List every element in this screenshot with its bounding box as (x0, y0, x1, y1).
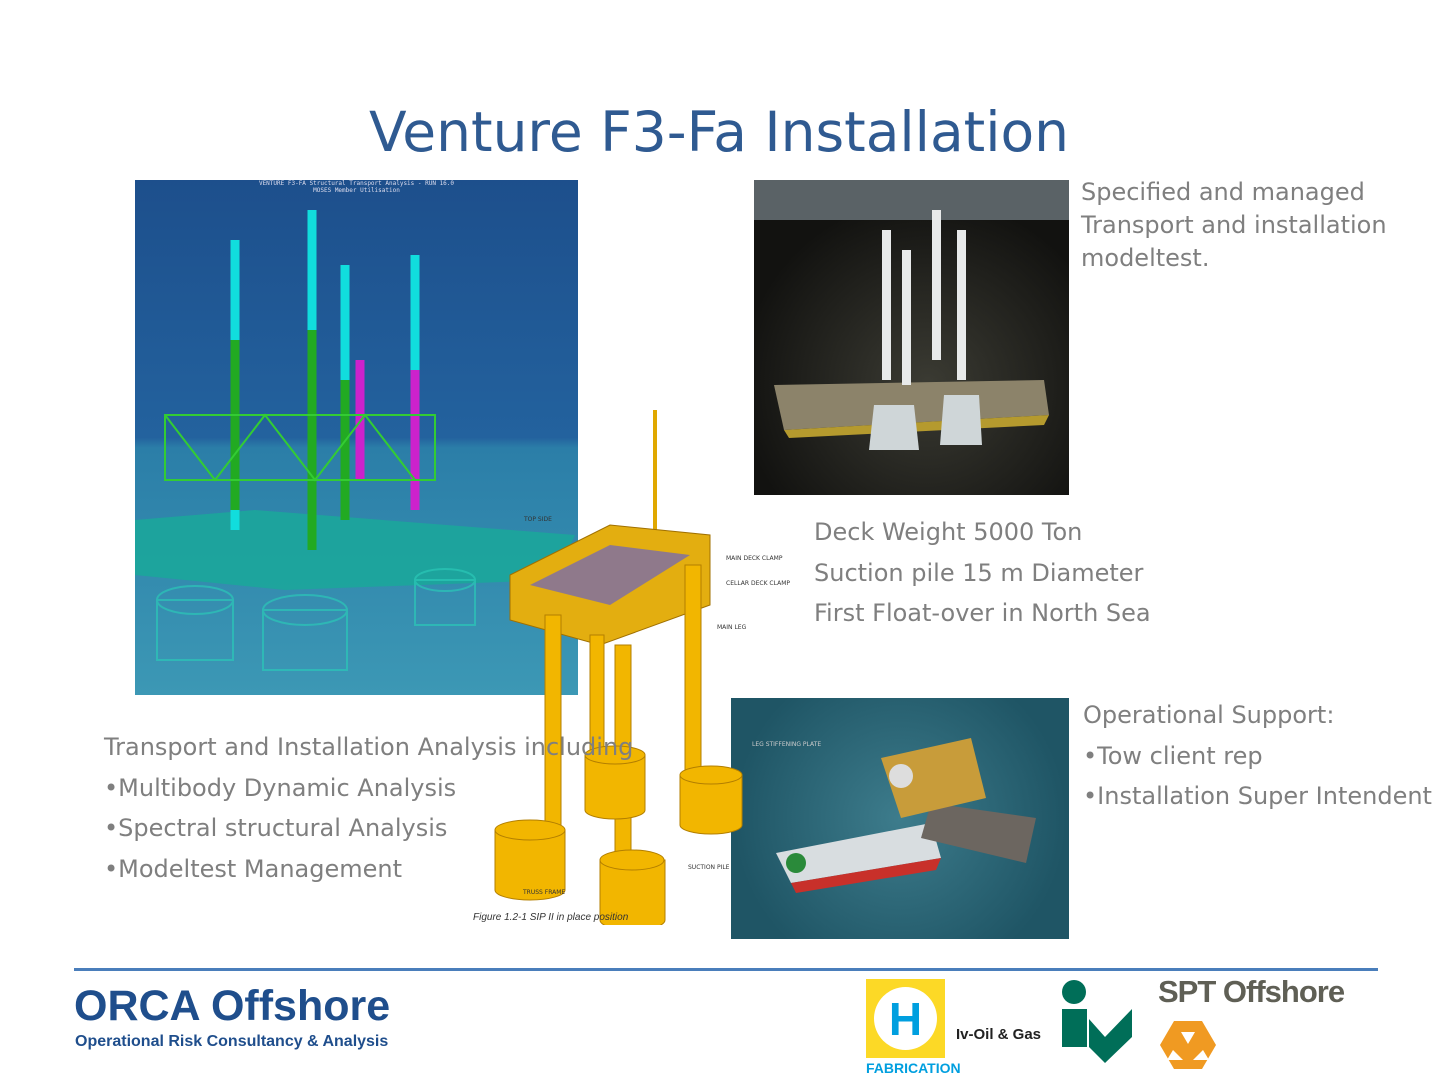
analysis-list: Transport and Installation Analysis incl… (104, 727, 633, 889)
h-fabrication-logo: H (866, 979, 945, 1058)
iv-oil-gas-text: Iv-Oil & Gas (956, 1026, 1042, 1043)
iv-logo-icon (1062, 980, 1132, 1063)
moses-structure-drawing (135, 210, 575, 671)
modeltest-text: Specified and managed Transport and inst… (1081, 176, 1387, 275)
sip-figure-caption: Figure 1.2-1 SIP II in place position (473, 912, 629, 923)
spt-offshore-text: SPT Offshore (1158, 974, 1345, 1009)
sip-structure-drawing (494, 410, 743, 931)
label-main-leg: MAIN LEG (717, 624, 747, 631)
moses-caption: VENTURE F3-FA Structural Transport Analy… (135, 180, 578, 194)
support-item: •Installation Super Intendent (1083, 782, 1432, 810)
orca-tagline: Operational Risk Consultancy & Analysis (75, 1033, 389, 1050)
label-leg-stiffening: LEG STIFFENING PLATE (752, 741, 822, 748)
modeltest-line: modeltest. (1081, 244, 1210, 272)
label-cellar-deck-clamp: CELLAR DECK CLAMP (726, 580, 790, 587)
analysis-item: •Spectral structural Analysis (104, 814, 448, 842)
analysis-item: •Modeltest Management (104, 854, 403, 883)
support-heading: Operational Support: (1083, 701, 1335, 729)
modeltest-photo (754, 180, 1069, 495)
analysis-item: •Multibody Dynamic Analysis (104, 773, 457, 802)
moses-analysis-image: VENTURE F3-FA Structural Transport Analy… (135, 180, 578, 695)
label-main-deck-clamp: MAIN DECK CLAMP (726, 555, 783, 562)
orca-logo-text: ORCA Offshore (74, 982, 391, 1030)
modeltest-line: Transport and installation (1081, 211, 1387, 239)
modeltest-line: Specified and managed (1081, 178, 1365, 206)
sip-figure: TOP SIDE MAIN DECK CLAMP CELLAR DECK CLA… (470, 405, 821, 931)
label-top-side: TOP SIDE (524, 516, 552, 523)
spec-float-over: First Float-over in North Sea (814, 599, 1151, 627)
moses-caption-line2: MOSES Member Utilisation (313, 187, 400, 194)
moses-caption-line1: VENTURE F3-FA Structural Transport Analy… (258, 180, 455, 187)
support-list: Operational Support: •Tow client rep •In… (1083, 695, 1432, 817)
label-truss-frame: TRUSS FRAME (523, 889, 566, 896)
footer-divider (74, 968, 1378, 971)
label-suction-pile: SUCTION PILE (688, 864, 730, 871)
slide-title: Venture F3-Fa Installation (368, 100, 1070, 164)
aerial-installation-photo (731, 698, 1069, 939)
h-logo-letter: H (874, 987, 937, 1050)
specs-list: Deck Weight 5000 Ton Suction pile 15 m D… (814, 512, 1151, 634)
spec-suction-pile: Suction pile 15 m Diameter (814, 558, 1144, 587)
h-fabrication-text: FABRICATION (866, 1060, 961, 1076)
spec-deck-weight: Deck Weight 5000 Ton (814, 518, 1083, 546)
support-item: •Tow client rep (1083, 741, 1263, 770)
analysis-heading: Transport and Installation Analysis incl… (104, 733, 634, 761)
spt-logo-icon (1160, 1021, 1216, 1069)
